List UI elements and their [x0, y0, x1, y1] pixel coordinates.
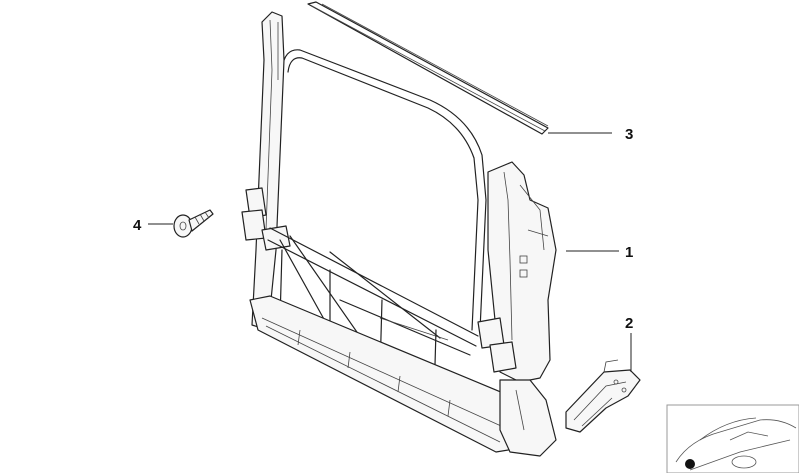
callout-3: 3: [625, 126, 633, 143]
radiator-frame-part[interactable]: [241, 11, 557, 457]
screw-part[interactable]: [173, 209, 214, 238]
bracket-part[interactable]: [565, 359, 641, 433]
callout-2: 2: [625, 315, 633, 332]
callout-1: 1: [625, 244, 633, 261]
callout-4: 4: [133, 217, 142, 234]
seal-strip-part[interactable]: [307, 1, 549, 135]
location-marker-icon: [685, 459, 695, 469]
vehicle-thumbnail[interactable]: [666, 404, 799, 473]
